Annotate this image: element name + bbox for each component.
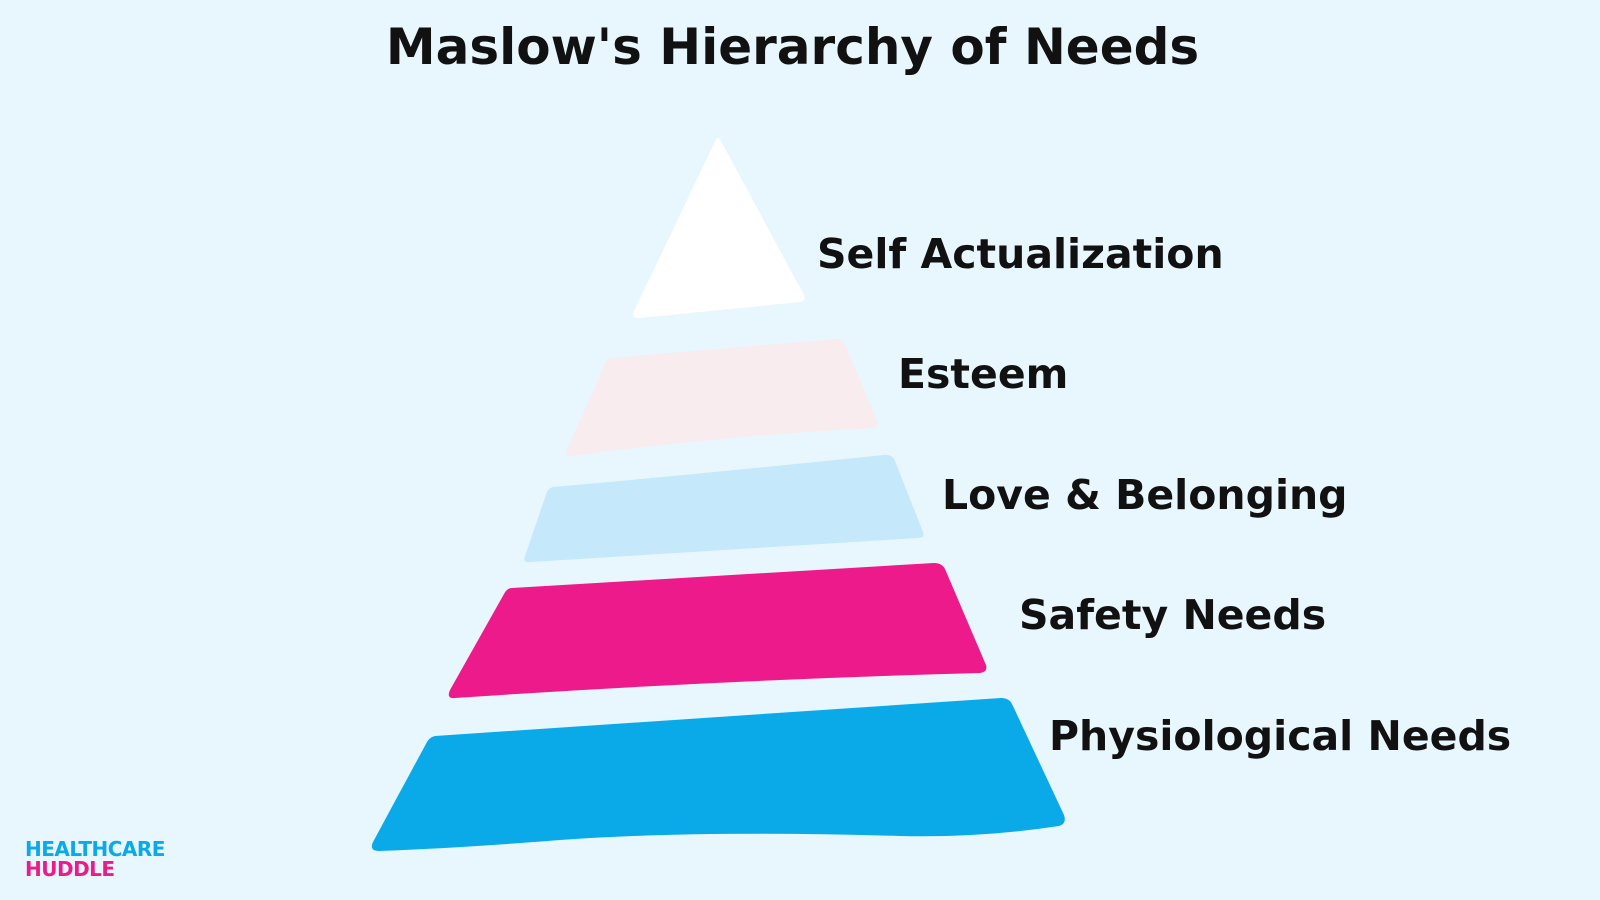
logo-line-2: HUDDLE (25, 857, 115, 881)
logo-line-1: HEALTHCARE (25, 837, 165, 861)
level-label-physiological-needs: Physiological Needs (1049, 712, 1512, 760)
level-label-esteem: Esteem (898, 350, 1069, 398)
level-label-self-actualization: Self Actualization (817, 230, 1224, 278)
pyramid-level-1-shape (633, 137, 805, 319)
page-title: Maslow's Hierarchy of Needs (385, 18, 1200, 76)
pyramid-level-4-shape (448, 563, 987, 699)
pyramid-level-5-shape (371, 698, 1065, 851)
pyramid-level-3-shape (524, 454, 924, 563)
level-label-love-belonging: Love & Belonging (942, 471, 1348, 519)
pyramid-level-2-shape (566, 339, 878, 457)
healthcare-huddle-logo: HEALTHCARE HUDDLE (25, 839, 165, 879)
level-label-safety-needs: Safety Needs (1019, 591, 1327, 639)
